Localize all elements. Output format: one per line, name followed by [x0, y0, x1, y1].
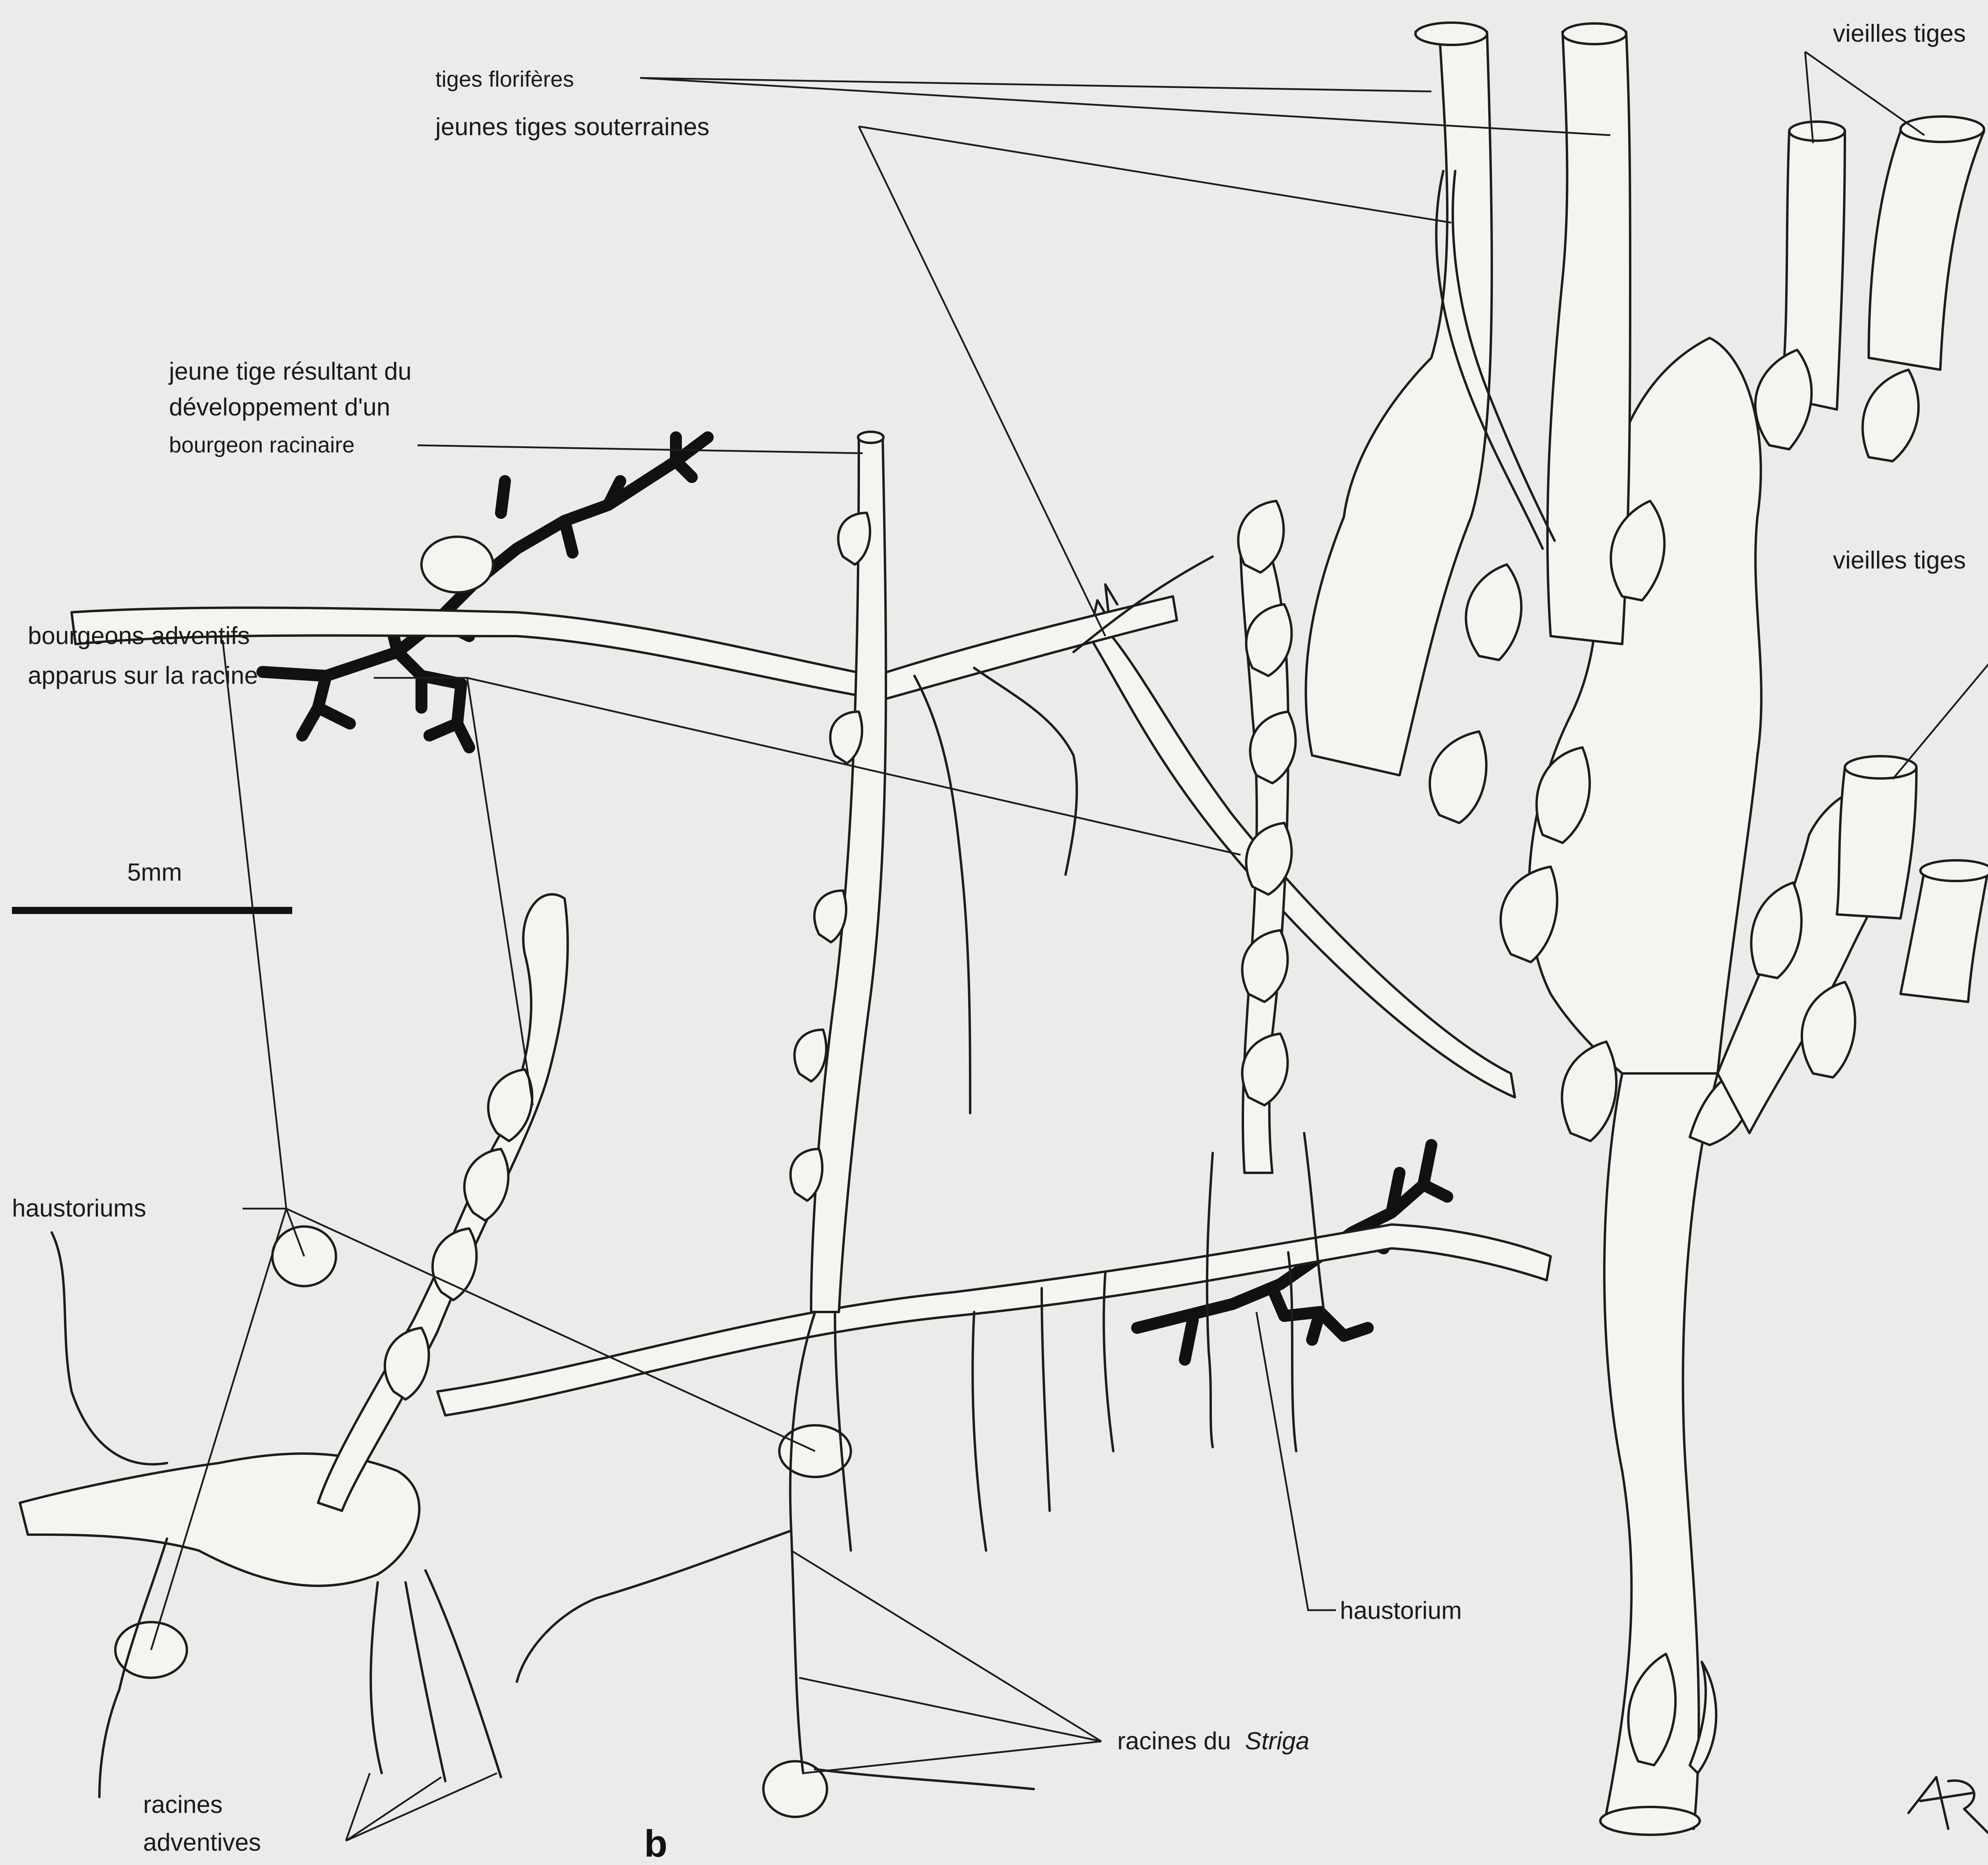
striga-shoot-left [318, 894, 568, 1511]
striga-root [517, 1531, 791, 1682]
striga-root [815, 1769, 1034, 1789]
striga-root [790, 1312, 815, 1773]
bud [794, 1030, 826, 1081]
bud [385, 1328, 429, 1399]
label-racines-du-striga: racines du Striga [1117, 1727, 1309, 1755]
label-racines-adventives-2: adventives [143, 1829, 261, 1856]
adventitious-root [406, 1582, 445, 1781]
old-stem-3-cut [1845, 756, 1916, 778]
scale-leaf [1755, 350, 1811, 449]
bud [464, 1149, 509, 1221]
panel-a-drawing [1089, 23, 1988, 1835]
panel-letter-b: b [644, 1822, 668, 1865]
label-racines-adventives-1: racines [143, 1791, 223, 1818]
label-bourgeons-1: bourgeons adventifs [28, 622, 250, 650]
old-stem-2-cut [1901, 116, 1984, 142]
root-branch [52, 1232, 167, 1464]
label-tiges-floriferes: tiges florifères [435, 66, 574, 91]
adventitious-root [371, 1582, 382, 1773]
central-young-stem [811, 437, 886, 1312]
striga-root [974, 668, 1077, 875]
label-jeune-tige-3: bourgeon racinaire [169, 432, 355, 457]
old-stem-3 [1837, 767, 1916, 918]
old-stem-2 [1869, 131, 1984, 370]
bud [1238, 501, 1283, 573]
bud [433, 1228, 477, 1300]
label-haustorium: haustorium [1340, 1597, 1462, 1624]
label-bourgeons-2: apparus sur la racine [28, 662, 258, 689]
striga-root [1207, 1153, 1213, 1447]
central-young-stem-tip [858, 432, 883, 443]
striga-root [1304, 1133, 1324, 1312]
label-jeune-tige-1: jeune tige résultant du [168, 358, 412, 385]
old-stem-1-cut [1789, 122, 1845, 141]
striga-root [973, 1312, 986, 1551]
scale-label-5mm: 5mm [127, 859, 182, 886]
label-jeunes-tiges-souterraines: jeunes tiges souterraines [435, 113, 709, 141]
label-vieilles-tiges-right: vieilles tiges [1833, 547, 1966, 574]
label-haustoriums: haustoriums [12, 1195, 146, 1222]
scale-leaf [1863, 370, 1919, 461]
old-stem-4 [1901, 871, 1988, 1002]
host-root-upper [262, 437, 708, 747]
label-vieilles-tiges-top: vieilles tiges [1833, 20, 1966, 47]
scale-leaf [1562, 1042, 1616, 1141]
label-jeune-tige-2: développement d'un [169, 394, 390, 421]
old-stem-4-cut [1920, 860, 1988, 881]
young-underground-stem [1089, 628, 1515, 1097]
striga-root [1042, 1288, 1050, 1511]
artist-signature [1908, 1777, 1988, 1833]
flowering-stem-1-cut [1415, 23, 1487, 45]
label-racines-du: racines du [1117, 1727, 1231, 1755]
scale-leaf [1466, 565, 1521, 660]
bud [1242, 930, 1287, 1002]
main-stem-cut [1600, 1807, 1700, 1835]
flowering-stem-1 [1306, 32, 1492, 775]
label-striga: Striga [1245, 1727, 1309, 1755]
striga-root [914, 676, 970, 1113]
scale-leaf [1430, 732, 1486, 823]
haustorium-node [421, 537, 493, 592]
striga-root [1104, 1272, 1113, 1451]
flowering-stem-2-cut [1563, 23, 1626, 44]
